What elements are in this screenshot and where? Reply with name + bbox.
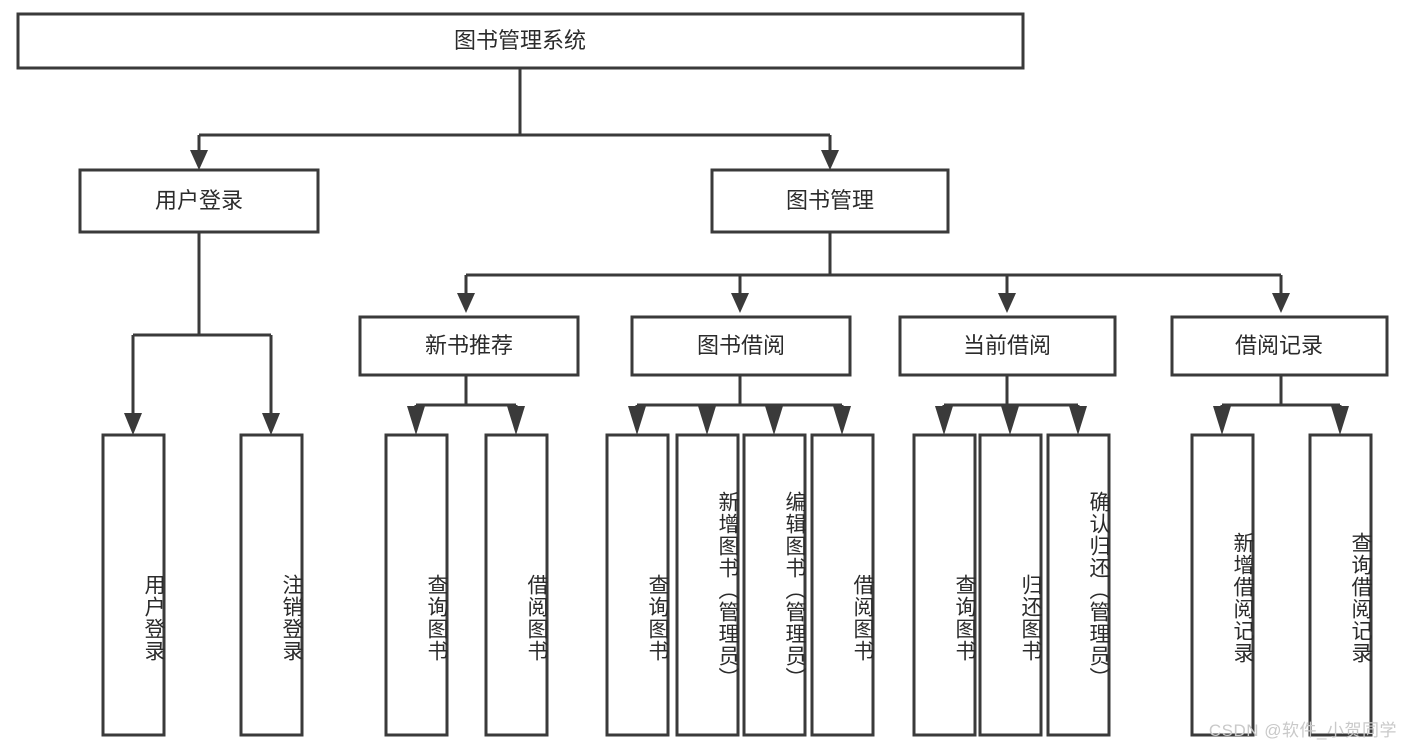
arrowhead-leaf-user-logout	[262, 413, 280, 435]
leaf-box-add-book[interactable]	[675, 433, 740, 737]
arrowhead-new-book-rec	[457, 293, 475, 313]
arrowhead-leaf-borrow-book-1	[507, 406, 525, 435]
node-current-borrow[interactable]: 当前借阅	[898, 315, 1117, 377]
node-borrow-record-label: 借阅记录	[1235, 333, 1323, 358]
leaf-box-borrow-book-2[interactable]	[810, 433, 875, 737]
arrowhead-leaf-add-book	[698, 406, 716, 435]
node-user-login-label: 用户登录	[155, 188, 243, 213]
arrowhead-leaf-return-book	[1001, 406, 1019, 435]
arrowhead-user-login	[190, 150, 208, 170]
connector-group-book-borrow	[635, 375, 844, 415]
node-current-borrow-box[interactable]	[898, 315, 1117, 377]
node-current-borrow-label: 当前借阅	[963, 333, 1051, 358]
node-user-login[interactable]: 用户登录	[78, 168, 320, 234]
arrowhead-leaf-borrow-book-2	[833, 406, 851, 435]
arrowhead-current-borrow	[998, 293, 1016, 313]
connector-group-borrow-record	[1220, 375, 1342, 415]
leaf-box-confirm-return[interactable]	[1046, 433, 1111, 737]
node-book-manage-label: 图书管理	[786, 188, 874, 213]
connector-group-new-book-rec	[414, 375, 518, 415]
node-root-box[interactable]	[16, 12, 1025, 70]
leaf-box-user-login[interactable]	[101, 433, 166, 737]
node-new-book-rec[interactable]: 新书推荐	[358, 315, 580, 377]
arrowhead-book-borrow	[731, 293, 749, 313]
arrowhead-leaf-query-book-2	[628, 406, 646, 435]
node-book-borrow-label: 图书借阅	[697, 333, 785, 358]
leaf-box-user-logout[interactable]	[239, 433, 304, 737]
arrowhead-leaf-confirm-return	[1069, 406, 1087, 435]
leaf-box-add-record[interactable]	[1190, 433, 1255, 737]
arrowhead-leaf-query-book-3	[935, 406, 953, 435]
arrowhead-leaf-query-record	[1331, 406, 1349, 435]
connector-group-root	[197, 68, 832, 152]
leaf-box-query-record[interactable]	[1308, 433, 1373, 737]
arrowhead-leaf-add-record	[1213, 406, 1231, 435]
leaf-boxes	[101, 433, 1373, 737]
arrowhead-leaf-user-login	[124, 413, 142, 435]
arrowhead-book-manage	[821, 150, 839, 170]
node-book-manage-box[interactable]	[710, 168, 950, 234]
node-book-borrow-box[interactable]	[630, 315, 852, 377]
leaf-box-query-book-3[interactable]	[912, 433, 977, 737]
node-new-book-rec-label: 新书推荐	[425, 333, 513, 358]
connector-group-user-login	[131, 232, 273, 415]
leaf-box-edit-book[interactable]	[742, 433, 807, 737]
csdn-watermark: CSDN @软件_小贺同学	[1208, 721, 1397, 740]
node-book-borrow[interactable]: 图书借阅	[630, 315, 852, 377]
leaf-box-return-book[interactable]	[978, 433, 1043, 737]
arrowhead-leaf-edit-book	[765, 406, 783, 435]
connector-group-book-manage	[464, 232, 1283, 295]
node-user-login-box[interactable]	[78, 168, 320, 234]
node-root[interactable]: 图书管理系统	[16, 12, 1025, 70]
node-borrow-record[interactable]: 借阅记录	[1170, 315, 1389, 377]
node-new-book-rec-box[interactable]	[358, 315, 580, 377]
arrowhead-leaf-query-book-1	[407, 406, 425, 435]
leaf-box-query-book-1[interactable]	[384, 433, 449, 737]
arrowhead-borrow-record	[1272, 293, 1290, 313]
node-root-label: 图书管理系统	[454, 28, 586, 53]
leaf-box-query-book-2[interactable]	[605, 433, 670, 737]
leaf-box-borrow-book-1[interactable]	[484, 433, 549, 737]
node-borrow-record-box[interactable]	[1170, 315, 1389, 377]
node-book-manage[interactable]: 图书管理	[710, 168, 950, 234]
